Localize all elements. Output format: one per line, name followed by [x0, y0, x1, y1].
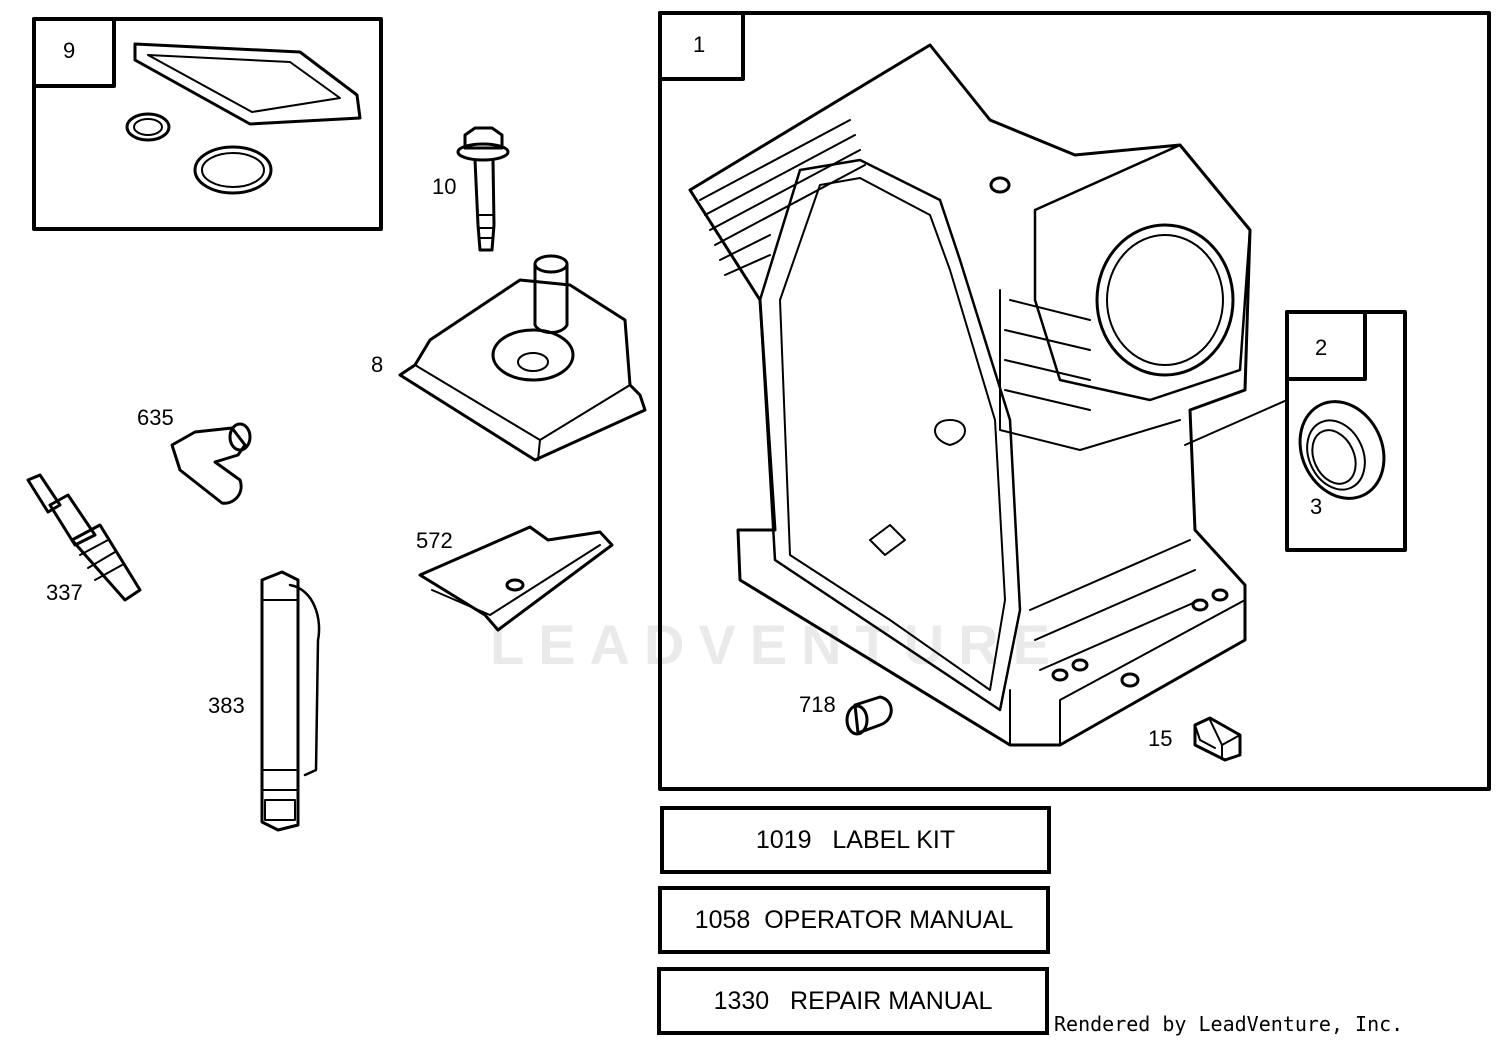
callout-1[interactable]: 1	[693, 32, 706, 57]
kit-row-label-kit[interactable]: 1019 LABEL KIT	[660, 806, 1051, 874]
gasket-icon	[125, 42, 362, 195]
callout-2[interactable]: 2	[1315, 335, 1328, 360]
callout-572[interactable]: 572	[416, 528, 453, 553]
kit-number: 1019	[755, 825, 812, 854]
drain-plug-icon	[1193, 716, 1242, 762]
kit-row-repair-manual[interactable]: 1330 REPAIR MANUAL	[657, 967, 1049, 1035]
callout-383[interactable]: 383	[208, 693, 245, 718]
kit-box-2[interactable]	[1285, 310, 1407, 552]
spark-plug-icon	[26, 473, 142, 602]
breather-tube-icon	[170, 422, 252, 505]
dowel-pin-icon	[845, 695, 893, 736]
kit-name: REPAIR MANUAL	[790, 986, 993, 1015]
callout-337[interactable]: 337	[46, 580, 83, 605]
kit-number: 1330	[713, 986, 770, 1015]
breather-cover-icon	[398, 254, 647, 462]
callout-9[interactable]: 9	[63, 38, 76, 63]
kit-number: 1058	[694, 905, 751, 934]
bolt-icon	[456, 126, 510, 252]
oil-seal-icon	[1298, 400, 1386, 500]
callout-718[interactable]: 718	[799, 692, 836, 717]
leader-line	[1184, 399, 1288, 446]
kit-row-operator-manual[interactable]: 1058 OPERATOR MANUAL	[658, 886, 1050, 954]
kit-box-1[interactable]	[658, 11, 1491, 791]
footer-credit: Rendered by LeadVenture, Inc.	[1054, 1012, 1404, 1036]
spark-plug-wrench-icon	[260, 570, 321, 832]
callout-635[interactable]: 635	[137, 405, 174, 430]
callout-10[interactable]: 10	[432, 174, 457, 199]
engine-block-icon	[688, 43, 1252, 747]
kit-name: LABEL KIT	[832, 825, 956, 854]
callout-8[interactable]: 8	[371, 352, 384, 377]
retainer-clip-icon	[418, 525, 614, 632]
kit-name: OPERATOR MANUAL	[764, 905, 1014, 934]
callout-15[interactable]: 15	[1148, 726, 1173, 751]
callout-3[interactable]: 3	[1310, 494, 1323, 519]
kit-box-9[interactable]	[32, 17, 383, 231]
